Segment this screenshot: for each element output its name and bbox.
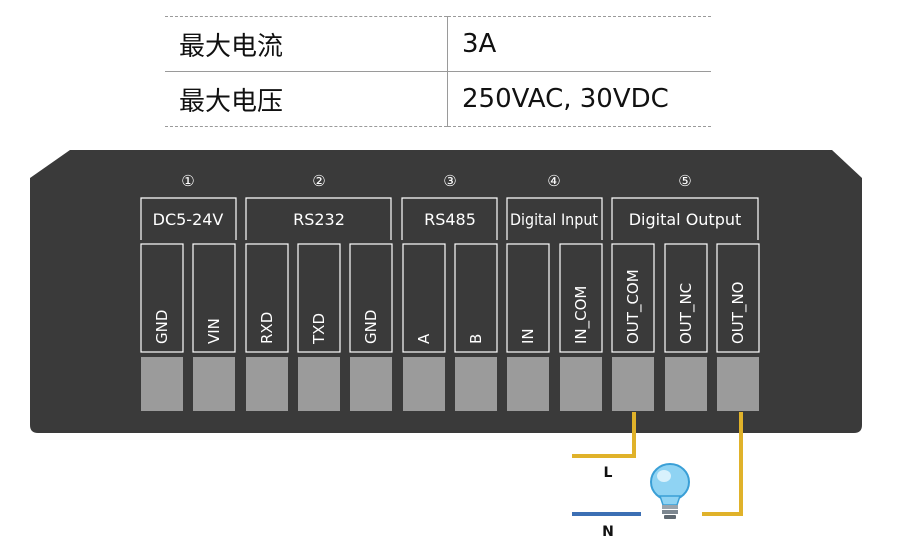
group-number-2: ② <box>312 172 325 190</box>
pin-column <box>192 243 236 353</box>
terminal-screw <box>246 357 288 411</box>
pin-column <box>454 243 498 353</box>
pins-layer: GND VIN RXD TXD GND A B IN IN_COM OUT_COM OUT_NC OU… <box>140 243 760 411</box>
table-row: 最大电压 250VAC, 30VDC <box>165 71 711 127</box>
group-number-1: ① <box>181 172 194 190</box>
spec-table: 最大电流 3A 最大电压 250VAC, 30VDC <box>165 16 711 127</box>
pin-label: RXD <box>258 312 276 344</box>
light-bulb-icon <box>650 463 690 519</box>
terminal-screw <box>612 357 654 411</box>
terminal-screw <box>560 357 602 411</box>
pin-label: OUT_NC <box>677 283 696 344</box>
table-row: 最大电流 3A <box>165 16 711 72</box>
pin-column <box>559 243 603 353</box>
terminal-screw <box>455 357 497 411</box>
terminal-screw <box>350 357 392 411</box>
pin-label: GND <box>153 310 171 344</box>
pin-label: A <box>415 333 433 344</box>
pin-column <box>349 243 393 353</box>
group-label-rs485: RS485 <box>424 210 476 229</box>
wire-live <box>572 412 636 458</box>
group-number-3: ③ <box>443 172 456 190</box>
group-label-power: DC5-24V <box>153 210 224 229</box>
terminal-screw <box>403 357 445 411</box>
pin-label: IN_COM <box>572 286 591 344</box>
pin-column <box>506 243 550 353</box>
group-label-digital-output: Digital Output <box>629 210 742 229</box>
pin-column <box>245 243 289 353</box>
pin-column <box>402 243 446 353</box>
terminal-screw <box>193 357 235 411</box>
terminal-screw <box>717 357 759 411</box>
pin-column <box>611 243 655 353</box>
wire-load <box>702 412 743 516</box>
wiring <box>572 412 743 516</box>
group-header-lines <box>140 197 759 240</box>
terminal-screw <box>665 357 707 411</box>
pin-label: GND <box>362 310 380 344</box>
group-label-digital-input: Digital Input <box>510 210 598 229</box>
wire-label-neutral: N <box>602 524 614 540</box>
pin-label: TXD <box>310 313 328 345</box>
spec-value-max-voltage: 250VAC, 30VDC <box>447 71 711 127</box>
group-label-rs232: RS232 <box>293 210 345 229</box>
pin-label: OUT_COM <box>624 269 643 344</box>
pin-label: IN <box>519 328 537 344</box>
spec-value-max-current: 3A <box>447 16 711 72</box>
terminal-screw <box>507 357 549 411</box>
wire-label-live: L <box>604 465 613 481</box>
pin-column <box>716 243 760 353</box>
pin-label: OUT_NO <box>729 282 748 344</box>
pin-column <box>664 243 708 353</box>
group-number-5: ⑤ <box>678 172 691 190</box>
pin-label: B <box>467 334 485 344</box>
spec-label-max-voltage: 最大电压 <box>165 71 448 127</box>
terminal-screw <box>141 357 183 411</box>
spec-label-max-current: 最大电流 <box>165 16 448 72</box>
terminal-screw <box>298 357 340 411</box>
pin-label: VIN <box>205 318 223 344</box>
group-number-4: ④ <box>547 172 560 190</box>
pin-column <box>140 243 184 353</box>
pin-column <box>297 243 341 353</box>
